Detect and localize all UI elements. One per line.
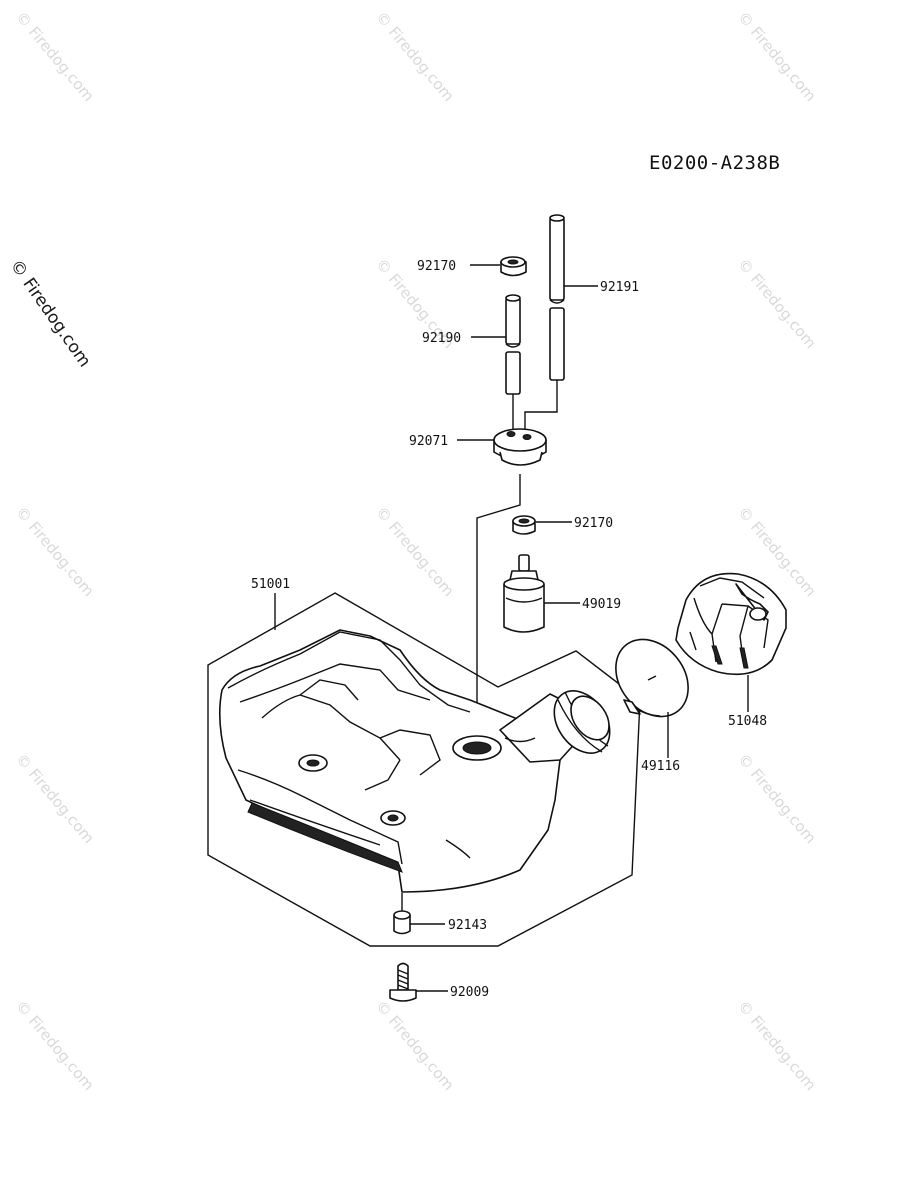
part-92170-grommet-lower bbox=[512, 515, 536, 535]
label-92191: 92191 bbox=[600, 280, 639, 295]
part-92143-spacer bbox=[393, 893, 411, 935]
diagram-code: E0200-A238B bbox=[649, 152, 781, 174]
label-92143: 92143 bbox=[448, 918, 487, 933]
part-92190-hose bbox=[505, 294, 521, 395]
part-49019-fuel-filter bbox=[503, 554, 545, 633]
part-92170-grommet-top bbox=[500, 256, 527, 277]
label-51001: 51001 bbox=[251, 577, 290, 592]
part-92071-grommet bbox=[493, 428, 547, 466]
part-92009-screw bbox=[389, 962, 417, 1002]
label-51048: 51048 bbox=[728, 714, 767, 729]
label-92170-top: 92170 bbox=[417, 259, 456, 274]
part-51048-fuel-cap bbox=[675, 572, 787, 676]
part-92191-hose bbox=[549, 214, 565, 381]
label-92071: 92071 bbox=[409, 434, 448, 449]
part-51001-fuel-tank bbox=[218, 629, 611, 893]
label-49116: 49116 bbox=[641, 759, 680, 774]
part-49116-cap-gasket bbox=[615, 638, 689, 718]
label-49019: 49019 bbox=[582, 597, 621, 612]
label-92170-lower: 92170 bbox=[574, 516, 613, 531]
label-92009: 92009 bbox=[450, 985, 489, 1000]
label-92190: 92190 bbox=[422, 331, 461, 346]
